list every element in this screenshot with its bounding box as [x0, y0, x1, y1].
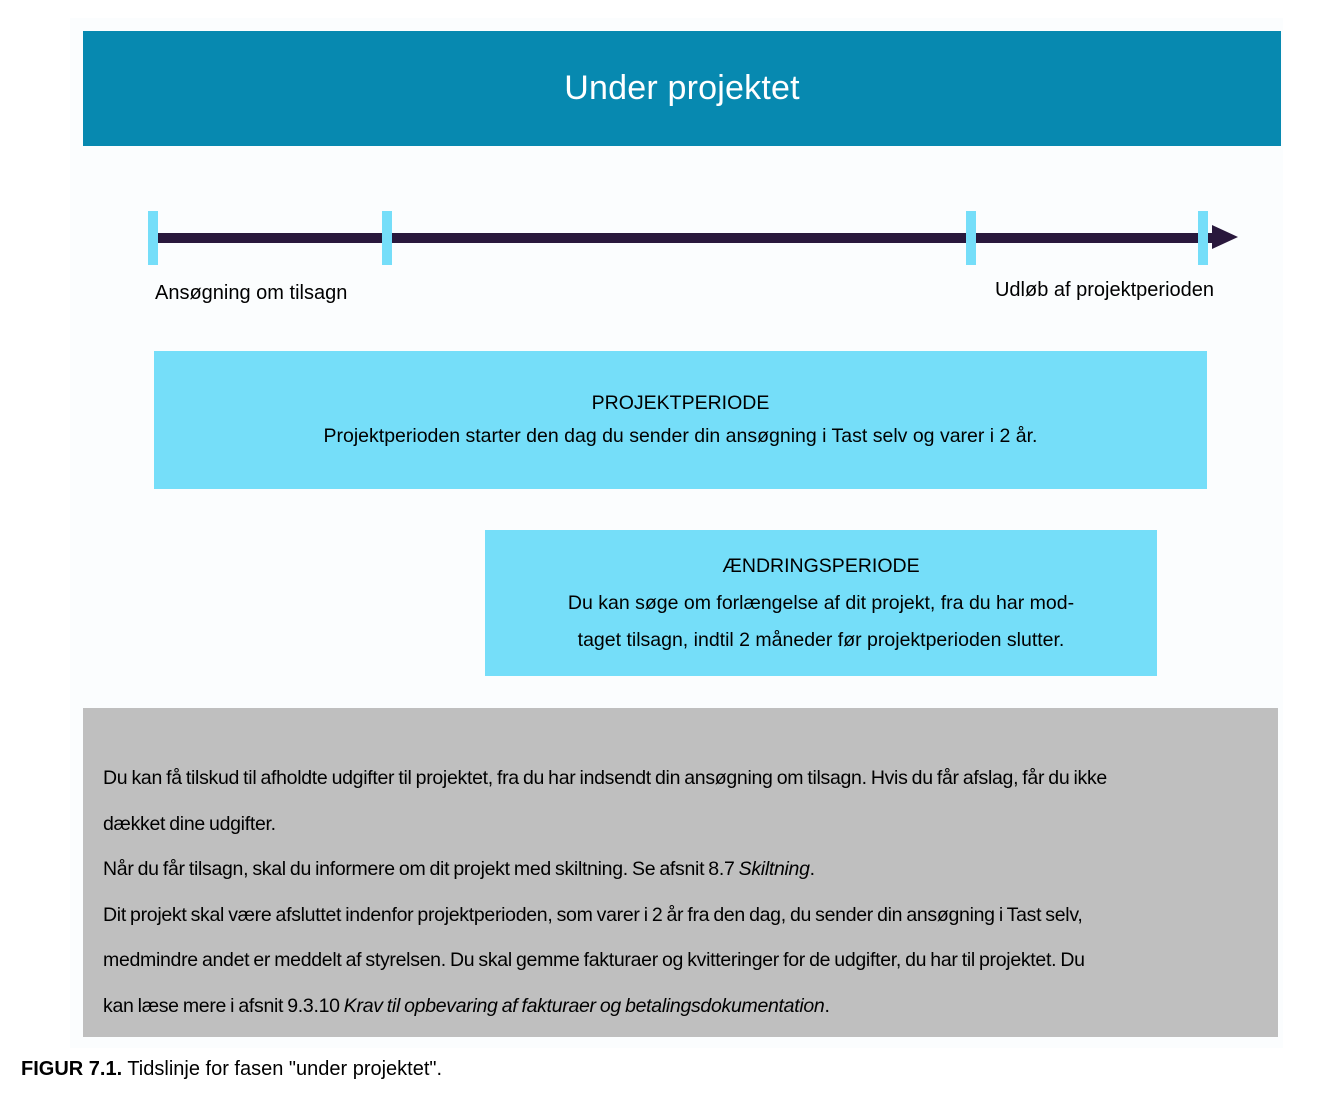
note-line: Når du får tilsagn, skal du informere om…: [103, 858, 815, 880]
timeline-tick-end: [1198, 211, 1208, 265]
figure-title: Under projektet: [564, 69, 800, 107]
note-line: dækket dine udgifter.: [103, 812, 276, 835]
figure-caption-label: FIGUR 7.1.: [21, 1058, 123, 1080]
note-line: Du kan få tilskud til afholdte udgifter …: [103, 767, 1107, 789]
figure-caption: FIGUR 7.1. Tidslinje for fasen "under pr…: [21, 1058, 442, 1081]
note-line: medmindre andet er meddelt af styrelsen.…: [103, 949, 1085, 971]
note-line: Dit projekt skal være afsluttet indenfor…: [103, 903, 1083, 926]
note-line: kan læse mere i afsnit 9.3.10 Krav til o…: [103, 994, 830, 1017]
aendringsperiode-title: ÆNDRINGSPERIODE: [722, 554, 920, 577]
timeline-start-label: Ansøgning om tilsagn: [155, 282, 348, 304]
aendringsperiode-text-line-1: Du kan søge om forlængelse af dit projek…: [567, 591, 1075, 614]
aendringsperiode-box: ÆNDRINGSPERIODE Du kan søge om forlængel…: [485, 530, 1157, 676]
timeline-tick-start: [148, 211, 158, 265]
figure-header: Under projektet: [83, 31, 1281, 146]
timeline-tick-3: [966, 211, 976, 265]
timeline-arrowhead-icon: [1212, 225, 1238, 249]
timeline-line: [150, 233, 1217, 243]
figure-caption-text: Tidslinje for fasen "under projektet".: [122, 1058, 443, 1080]
note-box: Du kan få tilskud til afholdte udgifter …: [83, 708, 1278, 1037]
aendringsperiode-text-line-2: taget tilsagn, indtil 2 måneder før proj…: [577, 628, 1065, 651]
projektperiode-text: Projektperioden starter den dag du sende…: [323, 425, 1038, 447]
timeline-end-label: Udløb af projektperioden: [994, 279, 1214, 301]
projektperiode-title: PROJEKTPERIODE: [591, 392, 770, 414]
projektperiode-box: PROJEKTPERIODE Projektperioden starter d…: [154, 351, 1207, 489]
timeline-tick-2: [382, 211, 392, 265]
